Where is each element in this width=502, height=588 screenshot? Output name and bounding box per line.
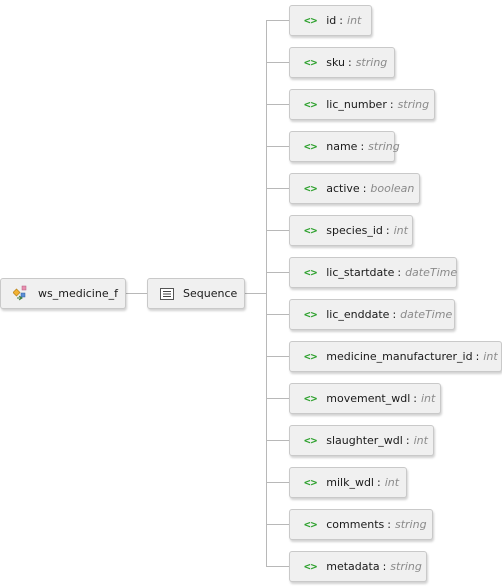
field-separator: : xyxy=(392,308,397,321)
field-branch-connector xyxy=(266,440,289,441)
field-node-medicine-manufacturer-id[interactable]: <> medicine_manufacturer_id:int xyxy=(289,341,502,372)
field-separator: : xyxy=(376,476,381,489)
field-type: string xyxy=(355,56,388,69)
field-node-species-id[interactable]: <> species_id:int xyxy=(289,215,413,246)
field-name: active xyxy=(326,182,360,195)
field-separator: : xyxy=(362,182,367,195)
field-type: int xyxy=(483,350,498,363)
field-separator: : xyxy=(387,518,391,531)
field-separator: : xyxy=(405,434,410,447)
field-type: boolean xyxy=(370,182,415,195)
sequence-label: Sequence xyxy=(183,287,238,300)
field-name: medicine_manufacturer_id xyxy=(326,350,473,363)
field-separator: : xyxy=(347,56,352,69)
element-marker-icon: <> xyxy=(304,14,318,27)
element-marker-icon: <> xyxy=(304,224,318,237)
root-element-label: ws_medicine_f xyxy=(38,287,118,300)
field-branch-connector xyxy=(266,482,289,483)
field-type: int xyxy=(347,14,362,27)
field-name: movement_wdl xyxy=(326,392,411,405)
field-branch-connector xyxy=(266,356,289,357)
field-name: lic_number xyxy=(326,98,387,111)
field-branch-connector xyxy=(266,146,289,147)
field-name: slaughter_wdl xyxy=(326,434,403,447)
sequence-to-trunk-connector xyxy=(245,293,267,294)
field-node-lic-enddate[interactable]: <> lic_enddate:dateTime xyxy=(289,299,455,330)
element-marker-icon: <> xyxy=(304,476,318,489)
element-marker-icon: <> xyxy=(304,392,318,405)
field-name: comments xyxy=(326,518,385,531)
field-type: int xyxy=(413,434,428,447)
field-node-movement-wdl[interactable]: <> movement_wdl: int xyxy=(289,383,441,414)
field-separator: : xyxy=(389,98,394,111)
field-type: string xyxy=(397,98,430,111)
field-name: lic_enddate xyxy=(326,308,390,321)
element-marker-icon: <> xyxy=(304,350,318,363)
field-branch-connector xyxy=(266,566,289,567)
element-marker-icon: <> xyxy=(304,308,318,321)
field-branch-connector xyxy=(266,188,289,189)
field-branch-connector xyxy=(266,314,289,315)
field-type: string xyxy=(368,140,400,153)
field-type: int xyxy=(384,476,400,489)
field-branch-connector xyxy=(266,398,289,399)
field-name: id xyxy=(326,14,337,27)
sequence-icon xyxy=(160,287,174,300)
element-group-icon xyxy=(13,285,27,301)
field-node-lic-number[interactable]: <> lic_number:string xyxy=(289,89,435,120)
field-type: dateTime xyxy=(400,308,453,321)
field-branch-connector xyxy=(266,524,289,525)
element-marker-icon: <> xyxy=(304,56,318,69)
element-marker-icon: <> xyxy=(304,560,318,573)
element-marker-icon: <> xyxy=(304,182,318,195)
element-marker-icon: <> xyxy=(304,98,318,111)
field-name: metadata xyxy=(326,560,380,573)
field-branch-connector xyxy=(266,230,289,231)
element-marker-icon: <> xyxy=(304,140,318,153)
field-node-milk-wdl[interactable]: <> milk_wdl:int xyxy=(289,467,407,498)
field-node-metadata[interactable]: <> metadata:string xyxy=(289,551,427,582)
field-node-active[interactable]: <> active:boolean xyxy=(289,173,420,204)
field-type: int xyxy=(421,392,436,405)
field-branch-connector xyxy=(266,104,289,105)
field-branch-connector xyxy=(266,20,289,21)
field-separator: : xyxy=(360,140,365,153)
field-type: string xyxy=(390,560,422,573)
field-separator: : xyxy=(339,14,344,27)
field-separator: : xyxy=(413,392,417,405)
field-node-slaughter-wdl[interactable]: <> slaughter_wdl:int xyxy=(289,425,434,456)
field-type: string xyxy=(394,518,427,531)
field-node-comments[interactable]: <> comments:string xyxy=(289,509,433,540)
field-name: milk_wdl xyxy=(326,476,374,489)
field-name: species_id xyxy=(326,224,383,237)
field-node-lic-startdate[interactable]: <> lic_startdate:dateTime xyxy=(289,257,457,288)
field-separator: : xyxy=(385,224,390,237)
field-node-name[interactable]: <> name:string xyxy=(289,131,400,162)
field-node-id[interactable]: <> id:int xyxy=(289,5,372,36)
element-marker-icon: <> xyxy=(304,434,318,447)
field-branch-connector xyxy=(266,62,289,63)
field-separator: : xyxy=(475,350,480,363)
field-node-sku[interactable]: <> sku:string xyxy=(289,47,395,78)
root-element-node[interactable]: ws_medicine_f xyxy=(0,278,126,309)
field-type: int xyxy=(393,224,408,237)
field-trunk-line xyxy=(266,20,267,567)
sequence-node[interactable]: Sequence xyxy=(147,278,245,309)
field-name: lic_startdate xyxy=(326,266,395,279)
element-marker-icon: <> xyxy=(304,266,318,279)
root-to-sequence-connector xyxy=(126,293,147,294)
field-separator: : xyxy=(382,560,387,573)
field-branch-connector xyxy=(266,272,289,273)
field-separator: : xyxy=(397,266,402,279)
field-type: dateTime xyxy=(405,266,458,279)
field-name: sku xyxy=(326,56,345,69)
element-marker-icon: <> xyxy=(304,518,318,531)
field-name: name xyxy=(326,140,358,153)
